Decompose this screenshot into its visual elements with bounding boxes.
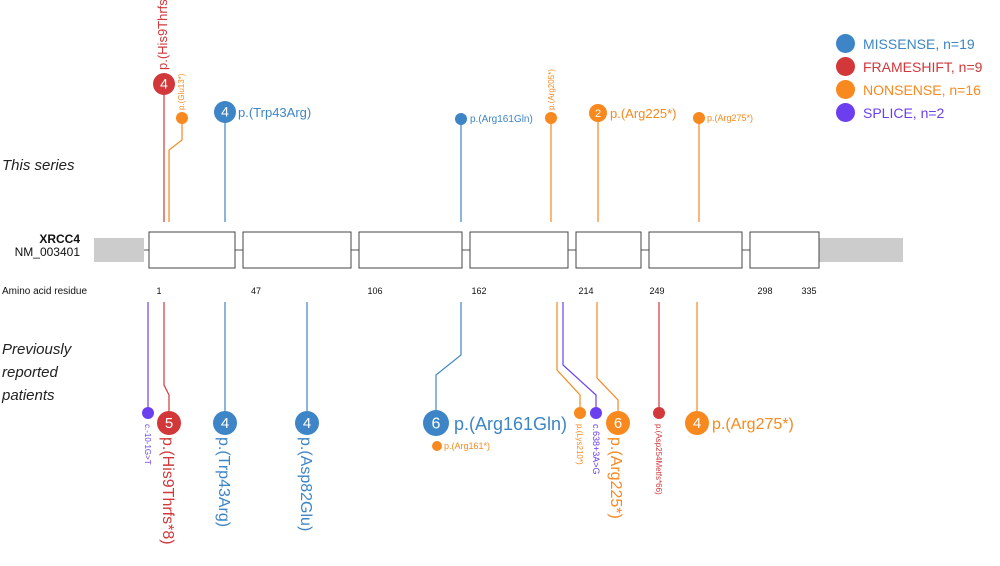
bottom-variant-dot (295, 411, 319, 435)
residue-tick-1: 1 (156, 286, 161, 296)
bottom-variant-stem (562, 302, 597, 407)
top-variant-label: p.(Trp43Arg) (238, 105, 311, 120)
bottom-variant-label: p.(Lys210*) (575, 424, 584, 465)
top-variant-dot (455, 113, 467, 125)
legend-text-splice: SPLICE, n=2 (863, 104, 945, 121)
exon-box (575, 231, 642, 269)
top-variant-dot (545, 112, 557, 124)
residue-tick-106: 106 (367, 286, 382, 296)
legend-item-nonsense: NONSENSE, n=16 (836, 78, 982, 101)
bottom-variant-dot (432, 441, 442, 451)
exon-box (242, 231, 352, 269)
bottom-variant-label: p.(His9Thrfs*8) (159, 437, 176, 545)
bottom-variant-label: p.(Arg225*) (607, 437, 624, 519)
legend: MISSENSE, n=19 FRAMESHIFT, n=9 NONSENSE,… (836, 32, 982, 124)
utr-3prime (817, 238, 903, 262)
bottom-variant-label: p.(Arg161Gln) (454, 414, 567, 434)
residue-tick-298: 298 (757, 286, 772, 296)
top-variant-dot (693, 112, 705, 124)
bottom-variant-count: 6 (432, 415, 441, 432)
bottom-variant-count: 4 (221, 415, 229, 432)
nonsense-dot-icon (836, 80, 855, 99)
residue-tick-162: 162 (471, 286, 486, 296)
top-variant-dot (214, 101, 236, 123)
top-variant-label: p.(Arg161Gln) (470, 114, 533, 125)
gene-name: XRCC4 (39, 232, 80, 246)
bottom-variant-dot (590, 407, 602, 419)
bottom-variant-stem (435, 302, 462, 410)
bottom-variant-count: 6 (614, 415, 622, 432)
amino-acid-axis-label: Amino acid residue (2, 286, 87, 297)
bottom-variant-label: p.(Arg275*) (712, 416, 794, 433)
exon-box (469, 231, 569, 269)
legend-text-nonsense: NONSENSE, n=16 (863, 81, 981, 98)
top-variant-label: p.(His9Thrfs*8) (155, 0, 170, 70)
variant-lines (147, 84, 700, 413)
residue-tick-249: 249 (649, 286, 664, 296)
bottom-variant-count: 5 (165, 415, 173, 432)
bottom-variant-label: p.(Asp254Metfs*66) (654, 424, 663, 495)
variant-marks: 4 4 2 p.(His9Thrfs*8) ( p.(Glu13*) p.(Trp43Arg… (0, 0, 794, 545)
bottom-variant-label: p.(Asp82Glu) (297, 437, 314, 531)
transcript-id: NM_003401 (15, 245, 81, 259)
bottom-variant-stem (556, 302, 581, 407)
bottom-variant-dot (213, 411, 237, 435)
top-variant-dot (176, 112, 188, 124)
missense-dot-icon (836, 34, 855, 53)
residue-tick-214: 214 (578, 286, 593, 296)
exon-box (749, 231, 820, 269)
top-variant-stem (168, 118, 183, 222)
bottom-variant-label: c.-10-1G>T (143, 424, 152, 465)
legend-text-missense: MISSENSE, n=19 (863, 35, 975, 52)
bottom-variant-label: p.(Trp43Arg) (215, 437, 232, 527)
bottom-variant-dot (606, 411, 630, 435)
legend-item-missense: MISSENSE, n=19 (836, 32, 982, 55)
top-variant-dot (153, 73, 175, 95)
residue-tick-335: 335 (801, 286, 816, 296)
splice-dot-icon (836, 103, 855, 122)
top-variant-count: 4 (160, 76, 168, 92)
top-variant-count: 2 (595, 108, 601, 120)
bottom-variant-stem (163, 302, 170, 411)
exon-box (358, 231, 463, 269)
legend-text-frameshift: FRAMESHIFT, n=9 (863, 58, 983, 75)
legend-item-frameshift: FRAMESHIFT, n=9 (836, 55, 982, 78)
top-variant-dot (589, 104, 607, 122)
residue-tick-47: 47 (251, 286, 261, 296)
bottom-variant-dot (142, 407, 154, 419)
this-series-label: This series (2, 157, 75, 174)
bottom-variant-dot (574, 407, 586, 419)
previously-reported-label: Previously reported patients (2, 338, 71, 407)
bottom-variant-dot (685, 411, 709, 435)
top-variant-label: p.(Arg275*) (707, 113, 753, 123)
bottom-variant-dot (157, 411, 181, 435)
previously-line-3: patients (2, 387, 55, 404)
bottom-variant-count: 4 (303, 415, 311, 432)
spacer-text: ( (0, 0, 1, 1)
previously-line-1: Previously (2, 341, 72, 358)
bottom-variant-stem (596, 302, 619, 411)
frameshift-dot-icon (836, 57, 855, 76)
bottom-variant-count: 4 (693, 415, 701, 432)
utr-5prime (94, 238, 144, 262)
legend-item-splice: SPLICE, n=2 (836, 101, 982, 124)
bottom-variant-dot (653, 407, 665, 419)
previously-line-2: reported (2, 364, 58, 381)
top-variant-label: p.(Arg205*) (547, 69, 556, 110)
top-variant-count: 4 (221, 104, 229, 120)
bottom-variant-label: p.(Arg161*) (444, 441, 490, 451)
bottom-variant-label: c.638+3A>G (591, 424, 601, 475)
exon-box (148, 231, 236, 269)
top-variant-label: p.(Glu13*) (177, 73, 186, 110)
bottom-variant-dot (423, 410, 449, 436)
exon-box (648, 231, 743, 269)
top-variant-label: p.(Arg225*) (610, 106, 676, 121)
